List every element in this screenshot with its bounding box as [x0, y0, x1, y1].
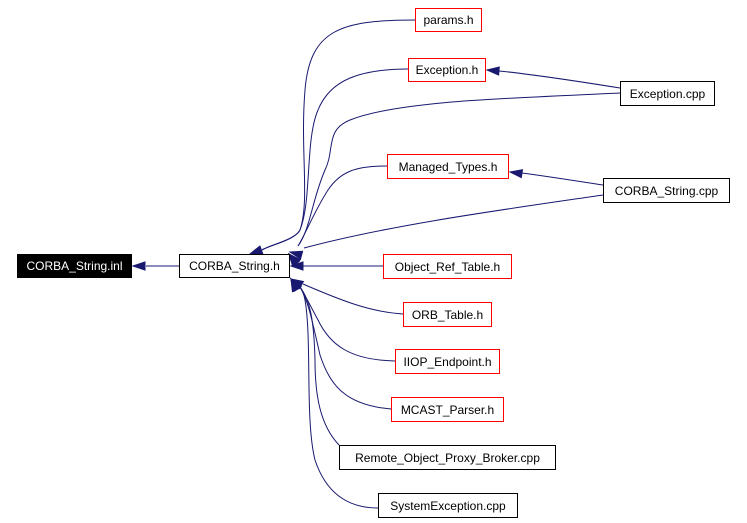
edge-remote_object_proxy_broker_cpp-to-corba_string_h: [299, 286, 340, 446]
node-label: Managed_Types.h: [398, 159, 498, 174]
edge-corba_string_cpp-to-managed_types_h: [521, 172, 604, 186]
node-label: params.h: [423, 13, 474, 27]
node-corba-string-cpp[interactable]: CORBA_String.cpp: [603, 178, 730, 203]
arrowhead-icon: [485, 66, 500, 76]
node-exception-cpp[interactable]: Exception.cpp: [620, 81, 715, 106]
edge-exception_cpp-to-corba_string_h: [297, 92, 621, 247]
node-label: MCAST_Parser.h: [400, 402, 495, 417]
node-systemexception-cpp[interactable]: SystemException.cpp: [378, 493, 518, 518]
node-corba-string-h[interactable]: CORBA_String.h: [179, 254, 290, 278]
arrowhead-icon: [289, 261, 304, 271]
node-orb-table-h[interactable]: ORB_Table.h: [403, 302, 492, 327]
node-label: SystemException.cpp: [390, 498, 506, 513]
arrowhead-icon: [248, 245, 264, 255]
node-mcast-parser-h[interactable]: MCAST_Parser.h: [391, 397, 504, 422]
edge-mcast_parser_h-to-corba_string_h: [299, 286, 392, 410]
node-label: Exception.h: [415, 63, 479, 77]
edge-corba_string_cpp-to-corba_string_h: [303, 194, 604, 249]
edge-exception_cpp-to-exception_h: [498, 70, 621, 89]
arrowhead-icon: [508, 169, 524, 179]
node-label: Object_Ref_Table.h: [394, 259, 501, 274]
arrowhead-icon: [131, 261, 146, 271]
node-label: ORB_Table.h: [411, 307, 484, 322]
edge-exception_h-to-corba_string_h: [261, 68, 409, 251]
arrowhead-icon: [290, 277, 301, 293]
node-label: CORBA_String.h: [189, 259, 280, 273]
edge-systemexception_cpp-to-corba_string_h: [299, 286, 379, 509]
edge-orb_table_h-to-corba_string_h: [302, 283, 404, 315]
arrowhead-icon: [287, 252, 302, 267]
arrowhead-icon: [288, 250, 304, 260]
node-params-h[interactable]: params.h: [415, 8, 482, 32]
node-label: Exception.cpp: [629, 86, 706, 101]
node-corba-string-inl: CORBA_String.inl: [17, 254, 132, 278]
node-label: CORBA_String.cpp: [614, 183, 719, 198]
node-label: CORBA_String.inl: [26, 259, 123, 273]
node-remote-object-proxy-broker-cpp[interactable]: Remote_Object_Proxy_Broker.cpp: [339, 445, 556, 470]
node-label: Remote_Object_Proxy_Broker.cpp: [355, 450, 540, 465]
edge-params_h-to-corba_string_h: [261, 19, 416, 251]
node-exception-h[interactable]: Exception.h: [408, 58, 486, 82]
node-iiop-endpoint-h[interactable]: IIOP_Endpoint.h: [395, 349, 500, 374]
node-managed-types-h[interactable]: Managed_Types.h: [387, 154, 509, 179]
node-object-ref-table-h[interactable]: Object_Ref_Table.h: [383, 254, 512, 279]
node-label: IIOP_Endpoint.h: [403, 354, 492, 369]
edge-managed_types_h-to-corba_string_h: [297, 165, 388, 247]
